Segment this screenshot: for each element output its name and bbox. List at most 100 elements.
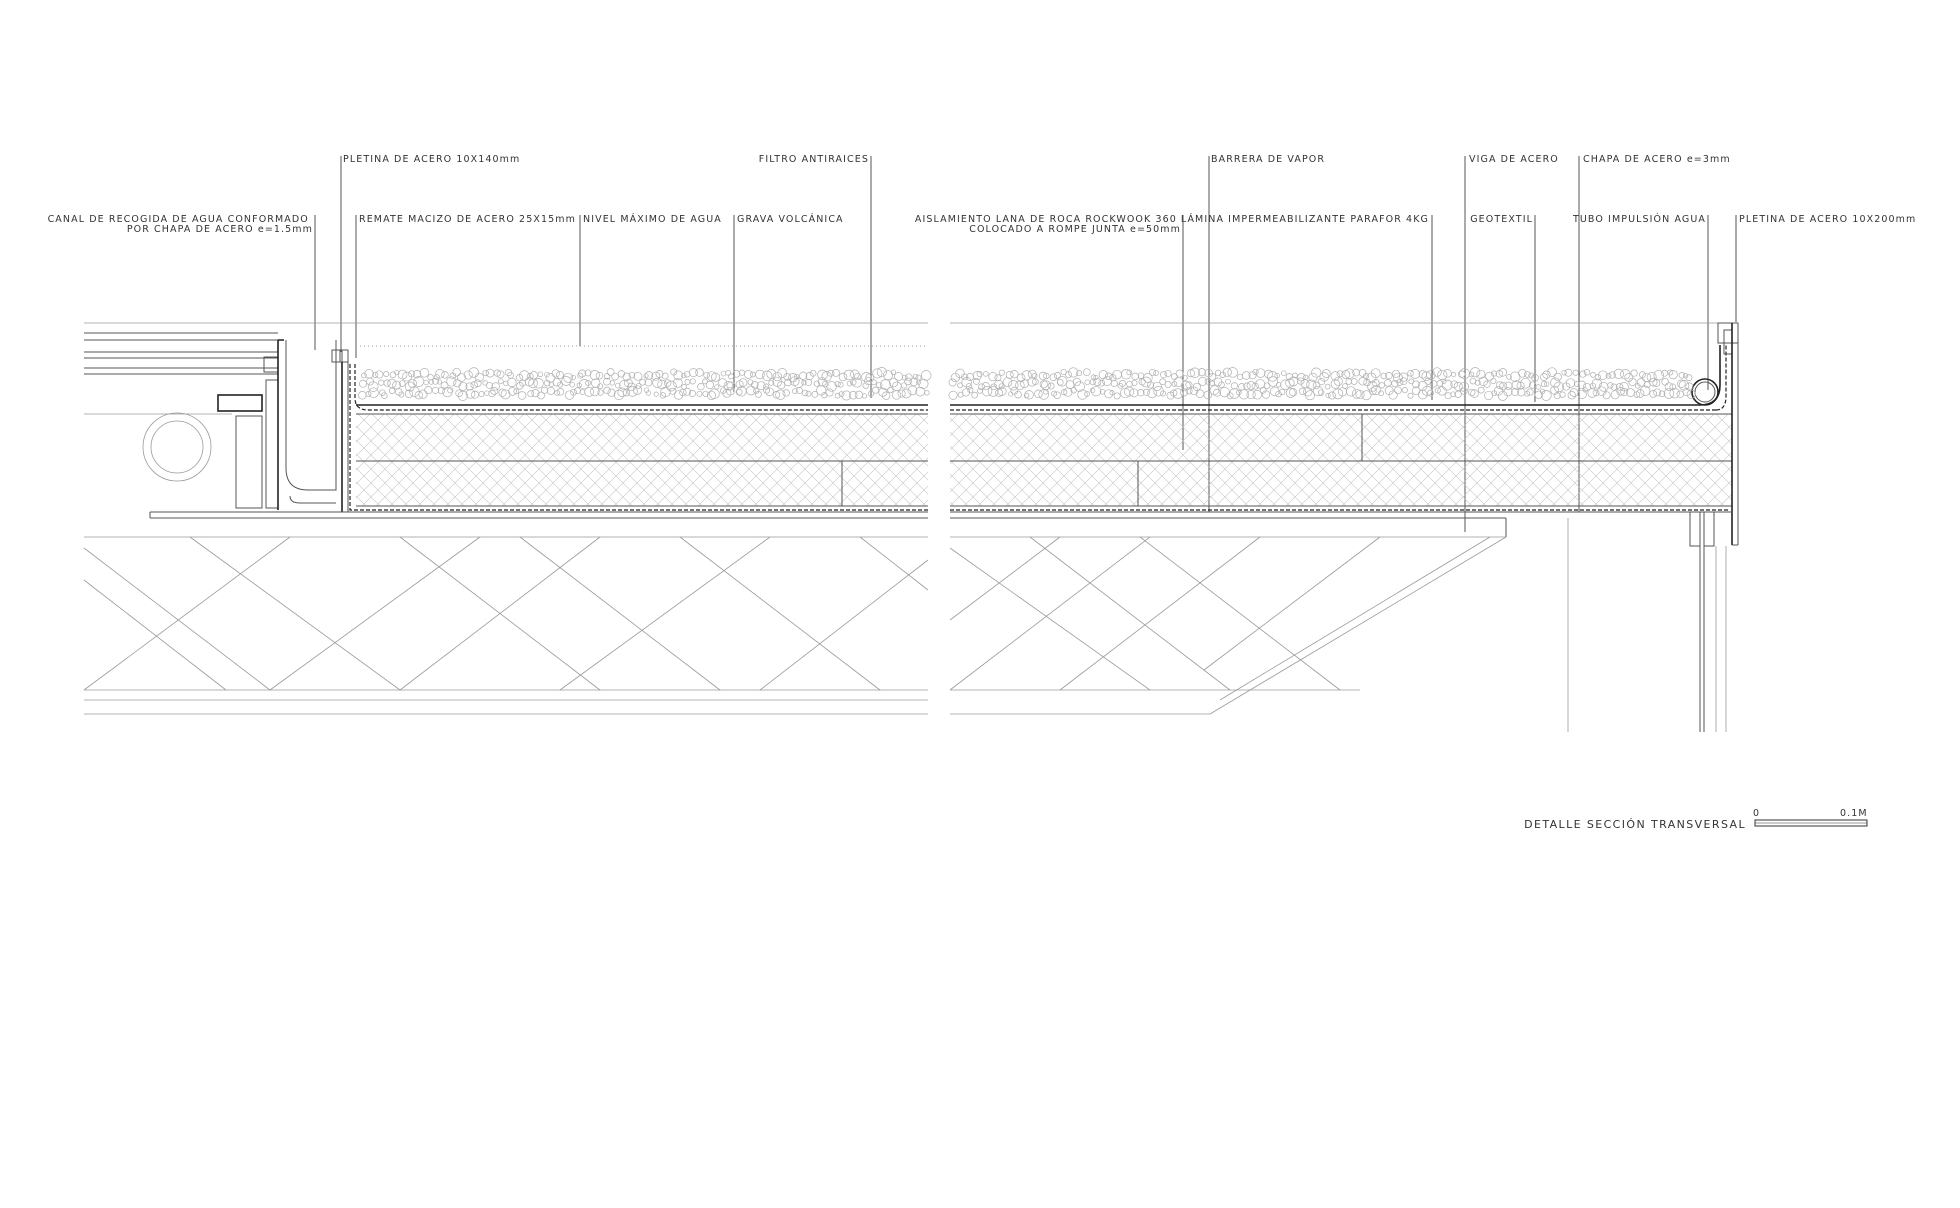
gravel-stone bbox=[1172, 388, 1184, 399]
gravel-stone bbox=[1358, 377, 1367, 386]
gravel-stone bbox=[1209, 385, 1220, 396]
gravel-stone bbox=[1579, 370, 1587, 378]
gravel-stone bbox=[465, 388, 476, 399]
gravel-stone bbox=[418, 389, 428, 399]
gravel-stone bbox=[546, 386, 555, 395]
scale-zero: 0 bbox=[1753, 808, 1760, 819]
gravel-stone bbox=[1535, 384, 1541, 390]
gravel-stone bbox=[665, 380, 677, 392]
gravel-stone bbox=[1591, 378, 1602, 389]
section-right bbox=[949, 322, 1739, 732]
gravel-stone bbox=[1573, 381, 1580, 387]
gravel-stone bbox=[1093, 377, 1102, 386]
gravel-stone bbox=[471, 390, 479, 399]
gravel-stone bbox=[394, 369, 400, 376]
gravel-stone bbox=[1607, 382, 1614, 389]
gravel-stone bbox=[651, 371, 661, 381]
gravel-stone bbox=[1317, 377, 1326, 386]
gravel-stone bbox=[801, 389, 809, 397]
gravel-stone bbox=[772, 371, 782, 382]
gravel-stone bbox=[1468, 388, 1476, 397]
gravel-stone bbox=[1038, 371, 1048, 381]
gravel-stone bbox=[1142, 388, 1151, 396]
gravel-stone bbox=[1444, 392, 1452, 400]
gravel-stone bbox=[473, 379, 482, 388]
gravel-stone bbox=[1669, 383, 1676, 391]
gravel-stone bbox=[653, 391, 659, 397]
gravel-stone bbox=[578, 379, 590, 390]
gravel-stone bbox=[372, 371, 379, 378]
gravel-stone bbox=[1544, 381, 1550, 387]
gravel-stone bbox=[1203, 390, 1213, 400]
gravel-stone bbox=[1159, 378, 1167, 386]
gravel-stone bbox=[736, 386, 747, 397]
gravel-stone bbox=[720, 387, 727, 394]
gravel-stone bbox=[756, 381, 766, 391]
gravel-stone bbox=[1263, 382, 1271, 389]
gravel-stone bbox=[920, 370, 932, 381]
gravel-stone bbox=[1031, 372, 1038, 379]
gravel-stone bbox=[1610, 390, 1620, 400]
gravel-stone bbox=[994, 379, 1004, 389]
gravel-stone bbox=[1350, 378, 1358, 385]
gravel-stone bbox=[1421, 371, 1432, 382]
gravel-stone bbox=[1437, 369, 1448, 381]
gravel-stone bbox=[584, 387, 595, 397]
gravel-stone bbox=[1526, 388, 1534, 396]
gravel-stone bbox=[1361, 390, 1372, 401]
gravel-stone bbox=[988, 372, 998, 382]
gravel-stone bbox=[1613, 368, 1624, 380]
gravel-stone bbox=[1330, 371, 1340, 381]
gravel-stone bbox=[544, 371, 550, 378]
gravel-stone bbox=[1014, 390, 1022, 399]
gravel-stone bbox=[529, 371, 538, 380]
gravel-stone bbox=[732, 370, 741, 378]
gravel-stone bbox=[1678, 380, 1690, 391]
gravel-stone bbox=[889, 377, 899, 388]
gravel-stone bbox=[1470, 367, 1481, 378]
gravel-stone bbox=[1047, 382, 1055, 390]
gravel-stone bbox=[987, 385, 999, 397]
gravel-stone bbox=[383, 371, 390, 377]
gravel-stone bbox=[852, 377, 863, 388]
gravel-stone bbox=[1278, 388, 1286, 396]
gravel-stone bbox=[1499, 382, 1508, 391]
gravel-stone bbox=[841, 390, 852, 401]
gravel-stone bbox=[1181, 374, 1188, 381]
gravel-stone bbox=[1274, 372, 1280, 379]
gravel-stone bbox=[995, 388, 1004, 397]
gravel-stone bbox=[1520, 377, 1531, 389]
gravel-stone bbox=[997, 386, 1007, 396]
gravel-stone bbox=[1189, 367, 1201, 378]
gravel-stone bbox=[1547, 367, 1557, 377]
gravel-stone bbox=[811, 391, 819, 398]
gravel-stone bbox=[973, 378, 980, 385]
gravel-stone bbox=[735, 388, 743, 396]
gravel-stone bbox=[1358, 369, 1367, 377]
gravel-stone bbox=[540, 386, 549, 394]
gravel-stone bbox=[1490, 377, 1497, 385]
gravel-stone bbox=[1104, 389, 1114, 399]
gravel-stone bbox=[1518, 369, 1527, 378]
gravel-stone bbox=[765, 387, 774, 397]
gravel-stone bbox=[645, 390, 652, 396]
gravel-stone bbox=[1511, 387, 1520, 397]
gravel-stone bbox=[1485, 371, 1494, 381]
gravel-stone bbox=[688, 390, 696, 397]
gravel-stone bbox=[1658, 390, 1666, 398]
gravel-stone bbox=[702, 378, 708, 385]
gravel-stone bbox=[1565, 378, 1576, 388]
gravel-stone bbox=[1104, 372, 1113, 381]
gravel-stone bbox=[485, 381, 493, 389]
gravel-stone bbox=[1582, 387, 1588, 393]
gravel-stone bbox=[1668, 370, 1678, 380]
gravel-stone bbox=[1371, 379, 1380, 387]
gravel-stone bbox=[1209, 380, 1215, 386]
gravel-stone bbox=[768, 379, 775, 386]
gravel-stone bbox=[775, 389, 786, 400]
gravel-stone bbox=[1298, 387, 1307, 395]
gravel-stone bbox=[619, 380, 630, 391]
label-geotextil: GEOTEXTIL bbox=[1470, 214, 1533, 225]
gravel-stone bbox=[1015, 380, 1025, 391]
gravel-stone bbox=[1164, 369, 1172, 378]
